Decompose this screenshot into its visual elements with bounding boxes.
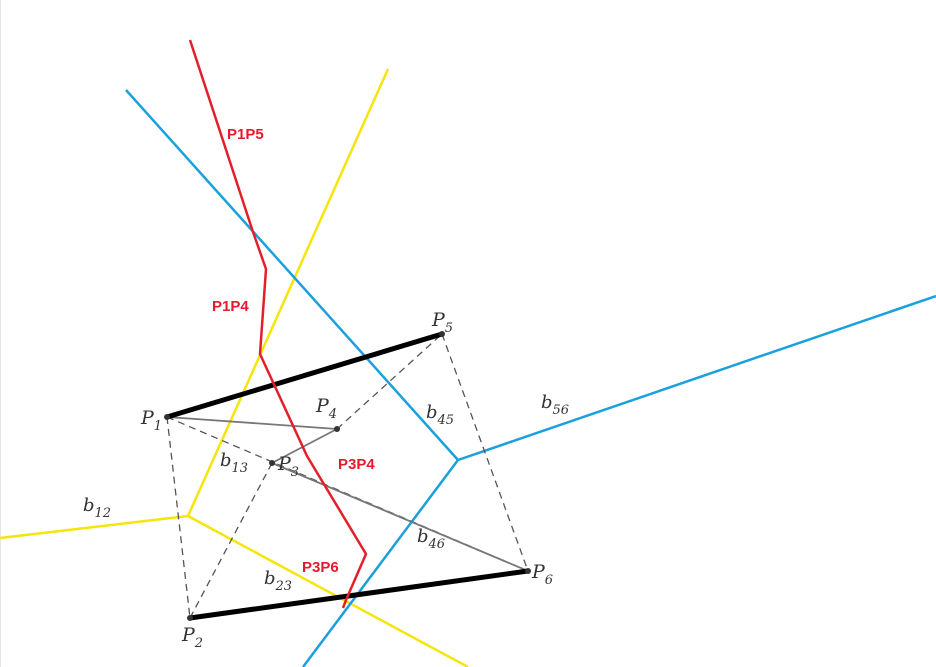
black-edge-p1-p5 [164, 331, 445, 420]
label-b23: b23 [264, 568, 292, 594]
blue-bisector-right [457, 294, 936, 462]
label-p1: P1 [140, 407, 162, 434]
points [164, 331, 531, 621]
label-b13: b13 [220, 450, 248, 476]
gray-edge-p4-p3 [271, 428, 338, 464]
gray-edges [166, 416, 529, 572]
dashed-edge-p2-p3 [189, 462, 273, 619]
point-p3 [269, 460, 275, 466]
label-p3p6: P3P6 [302, 559, 339, 576]
label-p1p5: P1P5 [227, 126, 264, 143]
label-b12: b12 [83, 495, 111, 521]
gray-edge-p3-p6 [271, 462, 529, 572]
point-p6 [525, 568, 531, 574]
dashed-edges [166, 333, 529, 619]
blue-bisectors [125, 89, 936, 667]
label-p4: P4 [315, 395, 337, 422]
label-b56: b56 [541, 392, 569, 418]
left-border [0, 0, 1, 667]
label-b45: b45 [426, 402, 454, 428]
yellow-bisectors [0, 68, 469, 667]
point-p2 [187, 615, 193, 621]
path-labels: P1P5 P1P4 P3P4 P3P6 [212, 126, 375, 576]
dashed-edge-p1-p2 [166, 416, 191, 619]
yellow-bisector-left [0, 514, 189, 540]
label-p5: P5 [431, 309, 453, 336]
blue-bisector-lower [301, 459, 460, 667]
point-labels: P1 P2 P3 P4 P5 P6 [140, 309, 553, 651]
dashed-edge-p5-p6 [441, 333, 529, 572]
black-edge-p2-p6 [187, 568, 531, 621]
label-p1p4: P1P4 [212, 298, 249, 315]
blue-bisector-upper [125, 89, 459, 461]
point-p4 [334, 426, 340, 432]
label-p3: P3 [277, 453, 299, 480]
gray-edge-p1-p4 [166, 416, 338, 430]
label-p6: P6 [531, 561, 553, 588]
point-p1 [164, 414, 170, 420]
label-p2: P2 [181, 624, 203, 651]
label-b46: b46 [417, 526, 445, 552]
edge-labels: b12 b13 b23 b45 b46 b56 [83, 392, 569, 594]
label-p3p4: P3P4 [338, 456, 375, 473]
yellow-bisector-upper [186, 68, 390, 517]
red-path [188, 39, 368, 609]
yellow-bisector-lower [187, 514, 469, 667]
black-edges [164, 331, 531, 621]
point-p5 [439, 331, 445, 337]
